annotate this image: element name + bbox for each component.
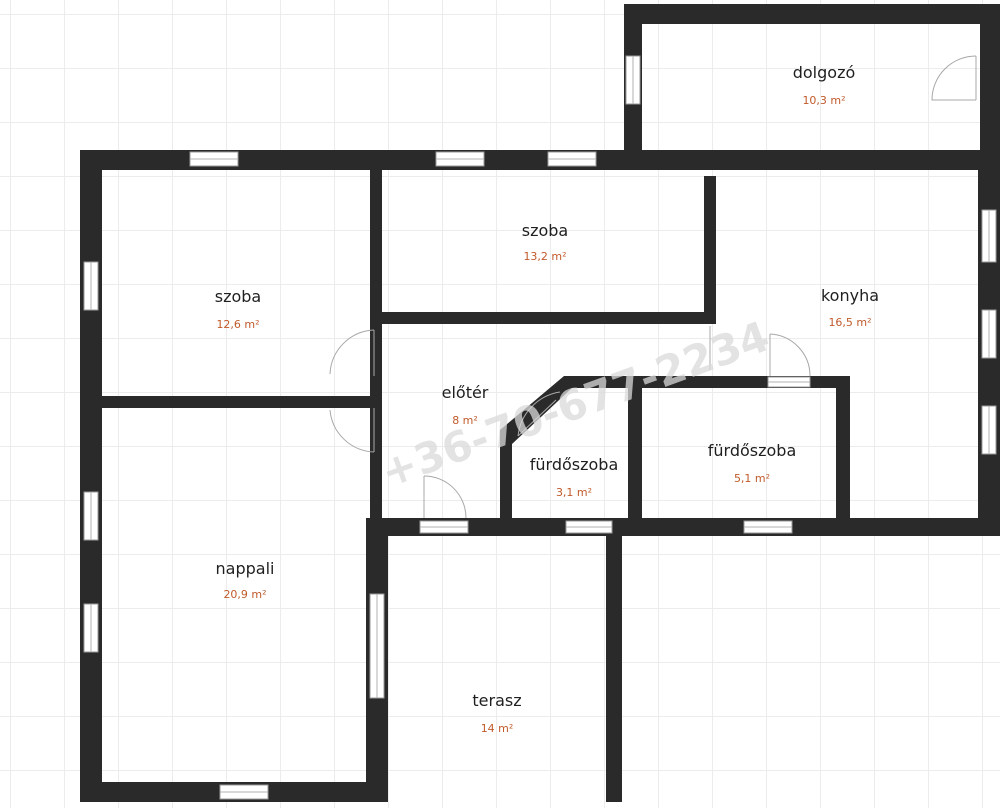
door-living <box>329 408 375 453</box>
window-bath-small-bottom <box>565 520 613 534</box>
window-bath-top <box>767 376 811 388</box>
windows <box>83 55 997 800</box>
wall-bath-diagonal <box>500 376 848 444</box>
room-area-furdoszoba-large: 5,1 m² <box>734 472 770 485</box>
window-hall-bottom <box>419 520 469 534</box>
wall-center-room-right <box>704 176 716 324</box>
room-area-nappali: 20,9 m² <box>223 588 266 601</box>
window-top-1 <box>189 151 239 167</box>
room-area-eloter: 8 m² <box>452 414 478 427</box>
room-area-furdoszoba-small: 3,1 m² <box>556 486 592 499</box>
wall-center-room-bottom <box>370 312 716 324</box>
wall-left-outer <box>80 150 102 800</box>
window-left-1 <box>83 261 99 311</box>
window-kitchen-right-2 <box>981 309 997 359</box>
wall-bath-left <box>500 430 512 530</box>
room-area-szoba-left: 12,6 m² <box>216 318 259 331</box>
room-name-szoba-left: szoba <box>215 287 261 306</box>
room-name-nappali: nappali <box>216 559 275 578</box>
wall-main-top <box>80 150 1000 170</box>
wall-terrace-right <box>606 518 622 802</box>
window-terrace-left <box>369 593 385 699</box>
wall-bath-divider <box>628 380 642 530</box>
window-top-3 <box>547 151 597 167</box>
window-kitchen-right-1 <box>981 209 997 263</box>
wall-bedroom-living <box>80 396 378 408</box>
wall-partition-left <box>370 166 382 538</box>
wall-bath-right <box>836 376 850 530</box>
door-bedroom <box>329 329 375 376</box>
window-top-2 <box>435 151 485 167</box>
window-kitchen-right-3 <box>981 405 997 455</box>
room-area-terasz: 14 m² <box>481 722 514 735</box>
door-kitchen <box>769 333 811 377</box>
room-area-szoba-center: 13,2 m² <box>523 250 566 263</box>
wall-study-top <box>624 4 1000 24</box>
room-name-eloter: előtér <box>442 383 489 402</box>
room-name-dolgozo: dolgozó <box>793 63 856 82</box>
room-name-furdoszoba-large: fürdőszoba <box>708 441 797 460</box>
window-left-3 <box>83 603 99 653</box>
door-entrance <box>423 475 467 519</box>
window-bath-large-bottom <box>743 520 793 534</box>
room-name-furdoszoba-small: fürdőszoba <box>530 455 619 474</box>
room-name-szoba-center: szoba <box>522 221 568 240</box>
wall-study-right <box>980 4 1000 166</box>
door-bath-small <box>517 391 561 437</box>
window-study-left <box>625 55 641 105</box>
room-name-terasz: terasz <box>472 691 521 710</box>
room-name-konyha: konyha <box>821 286 879 305</box>
window-bottom-living <box>219 784 269 800</box>
doors <box>329 55 977 519</box>
door-study <box>931 55 977 101</box>
room-labels: dolgozó 10,3 m² szoba 12,6 m² szoba 13,2… <box>215 63 879 735</box>
window-left-2 <box>83 491 99 541</box>
room-area-konyha: 16,5 m² <box>828 316 871 329</box>
room-area-dolgozo: 10,3 m² <box>802 94 845 107</box>
